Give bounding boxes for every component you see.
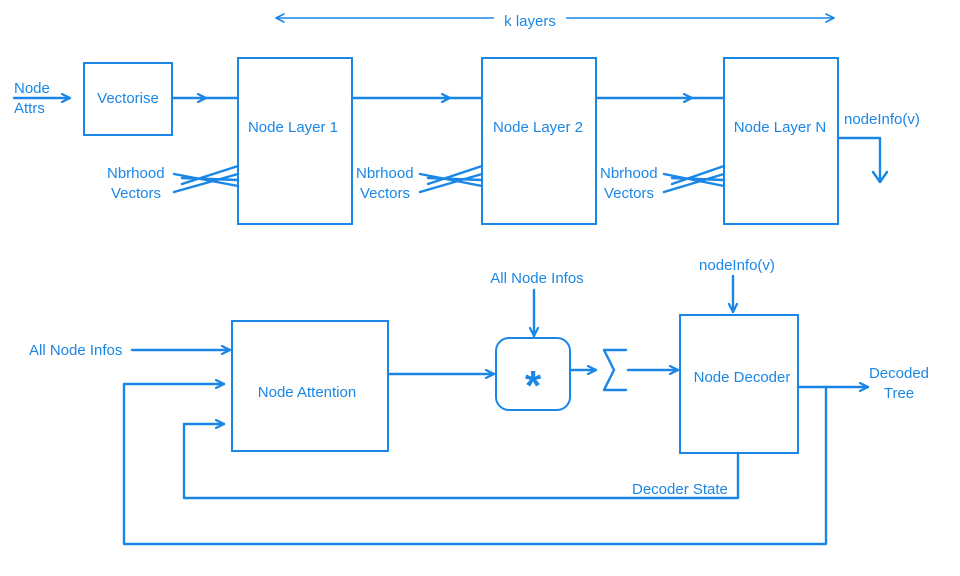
node-decoder-box — [679, 314, 799, 454]
sum-symbol — [602, 348, 628, 392]
nbrhood-vectors-3-crossing-lines — [662, 164, 726, 194]
decoded-tree-label-line2: Tree — [884, 385, 914, 402]
node-layer-2-box — [481, 57, 597, 225]
node-attention-label: Node Attention — [258, 384, 356, 401]
node-decoder-label: Node Decoder — [694, 369, 791, 386]
vectorise-label: Vectorise — [97, 90, 159, 107]
node-info-output-arrowhead — [871, 170, 889, 184]
all-node-infos-top-label: All Node Infos — [490, 270, 583, 287]
node-layer-2-label: Node Layer 2 — [493, 119, 583, 136]
k-layers-label: k layers — [504, 13, 556, 30]
decoder-state-label: Decoder State — [632, 481, 728, 498]
nbrhood-vectors-2-crossing-lines — [418, 164, 484, 194]
node-info-input-label: nodeInfo(v) — [699, 257, 775, 274]
nbrhood-vectors-3-line2: Vectors — [604, 185, 654, 202]
all-node-infos-left-label: All Node Infos — [29, 342, 122, 359]
node-layer-1-box — [237, 57, 353, 225]
node-layer-1-label: Node Layer 1 — [248, 119, 338, 136]
node-info-output-label: nodeInfo(v) — [844, 111, 920, 128]
k-layers-label-bg — [494, 6, 566, 30]
node-attention-box — [231, 320, 389, 452]
vectorise-box — [83, 62, 173, 136]
decoded-output-feedback-loop — [122, 384, 828, 546]
decoder-state-feedback-loop — [182, 424, 740, 500]
node-attrs-label-line1: Node — [14, 80, 50, 97]
multiply-node-box — [495, 337, 571, 411]
nbrhood-vectors-1-line2: Vectors — [111, 185, 161, 202]
node-layer-n-label: Node Layer N — [734, 119, 827, 136]
decoded-tree-label-line1: Decoded — [869, 365, 929, 382]
node-attrs-label-line2: Attrs — [14, 100, 45, 117]
nbrhood-vectors-3-line1: Nbrhood — [600, 165, 658, 182]
multiply-symbol: * — [525, 362, 542, 409]
node-info-output-arrow — [836, 136, 882, 184]
nbrhood-vectors-2-line1: Nbrhood — [356, 165, 414, 182]
nbrhood-vectors-1-line1: Nbrhood — [107, 165, 165, 182]
node-layer-n-box — [723, 57, 839, 225]
nbrhood-vectors-1-crossing-lines — [172, 164, 240, 194]
nbrhood-vectors-2-line2: Vectors — [360, 185, 410, 202]
